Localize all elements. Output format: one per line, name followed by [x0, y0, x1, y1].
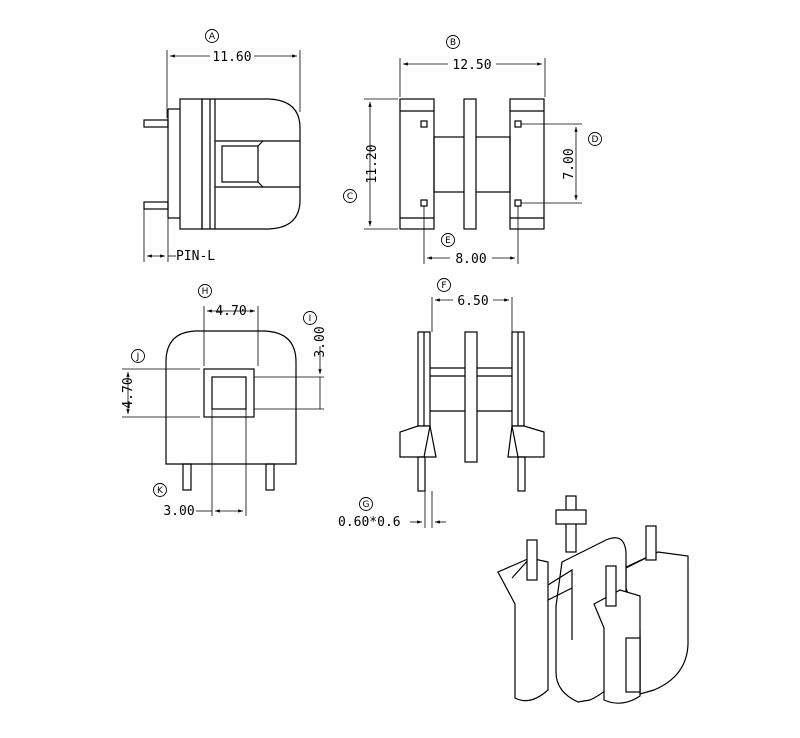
dimension-e-value: 8.00: [455, 252, 486, 267]
label-j-marker: J: [131, 349, 145, 363]
label-i-marker: I: [303, 311, 317, 325]
dimension-k-value: 3.00: [163, 504, 194, 519]
dimension-pin-length: PIN-L: [176, 249, 215, 264]
label-f-marker: F: [437, 278, 451, 292]
dimension-b-value: 12.50: [452, 58, 491, 73]
side-view: 11.60 A PIN-L: [143, 29, 301, 264]
svg-text:A: A: [209, 32, 216, 42]
svg-text:G: G: [363, 500, 370, 510]
label-e-marker: E: [441, 233, 455, 247]
label-b-marker: B: [446, 35, 460, 49]
dimension-f-value: 6.50: [457, 294, 488, 309]
dimension-j-value: 4.70: [121, 377, 136, 408]
svg-text:C: C: [347, 192, 353, 202]
svg-text:F: F: [441, 281, 446, 291]
svg-text:E: E: [445, 236, 451, 246]
dimension-d-value: 7.00: [562, 148, 577, 179]
elevation-view: 6.50 F 0.60*0.6 G: [338, 278, 545, 530]
svg-text:B: B: [450, 38, 456, 48]
label-c-marker: C: [343, 189, 357, 203]
svg-text:H: H: [202, 287, 209, 297]
dimension-i-value: 3.00: [313, 326, 328, 357]
svg-text:D: D: [592, 135, 599, 145]
label-a-marker: A: [205, 29, 219, 43]
dimension-a-value: 11.60: [212, 50, 251, 65]
label-d-marker: D: [588, 132, 602, 146]
dimension-g-value: 0.60*0.6: [338, 515, 401, 530]
dimension-h-value: 4.70: [215, 304, 246, 319]
svg-text:K: K: [157, 486, 164, 496]
label-k-marker: K: [153, 483, 167, 497]
label-g-marker: G: [359, 497, 373, 511]
label-h-marker: H: [198, 284, 212, 298]
svg-text:J: J: [136, 352, 140, 362]
top-view: 12.50 B 11.20 C 7.00: [343, 35, 602, 267]
isometric-view: [497, 495, 689, 704]
dimension-c-value: 11.20: [365, 144, 380, 183]
svg-text:I: I: [309, 314, 312, 324]
front-view: 4.70 H 3.00 I 4.70 J 3.00 K: [121, 284, 328, 519]
